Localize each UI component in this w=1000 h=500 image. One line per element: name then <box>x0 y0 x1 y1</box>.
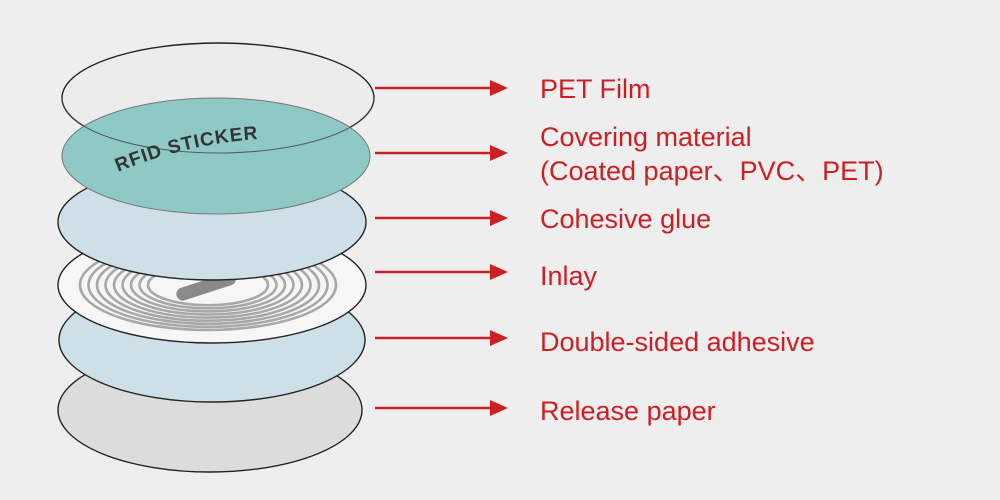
label-line: PET Film <box>540 74 651 104</box>
arrow-pet-film <box>375 80 508 96</box>
layer-covering-material <box>61 97 371 215</box>
label-line: (Coated paper、PVC、PET) <box>540 156 884 186</box>
label-line: Release paper <box>540 396 716 426</box>
arrow-double-sided-adhesive <box>375 330 508 346</box>
arrow-release-paper <box>375 400 508 416</box>
arrow-inlay <box>375 264 508 280</box>
pet-film-front-edge <box>61 97 375 154</box>
label-cohesive-glue: Cohesive glue <box>540 202 711 236</box>
label-double-sided-adhesive: Double-sided adhesive <box>540 325 815 359</box>
label-line: Inlay <box>540 261 598 291</box>
arrow-covering-material <box>375 145 508 161</box>
arrow-cohesive-glue <box>375 210 508 226</box>
label-pet-film: PET Film <box>540 72 651 106</box>
label-line: Double-sided adhesive <box>540 327 815 357</box>
label-release-paper: Release paper <box>540 394 716 428</box>
label-line: Covering material <box>540 122 752 152</box>
label-inlay: Inlay <box>540 259 597 293</box>
label-covering-material: Covering material (Coated paper、PVC、PET) <box>540 120 884 188</box>
label-line: Cohesive glue <box>540 204 712 234</box>
